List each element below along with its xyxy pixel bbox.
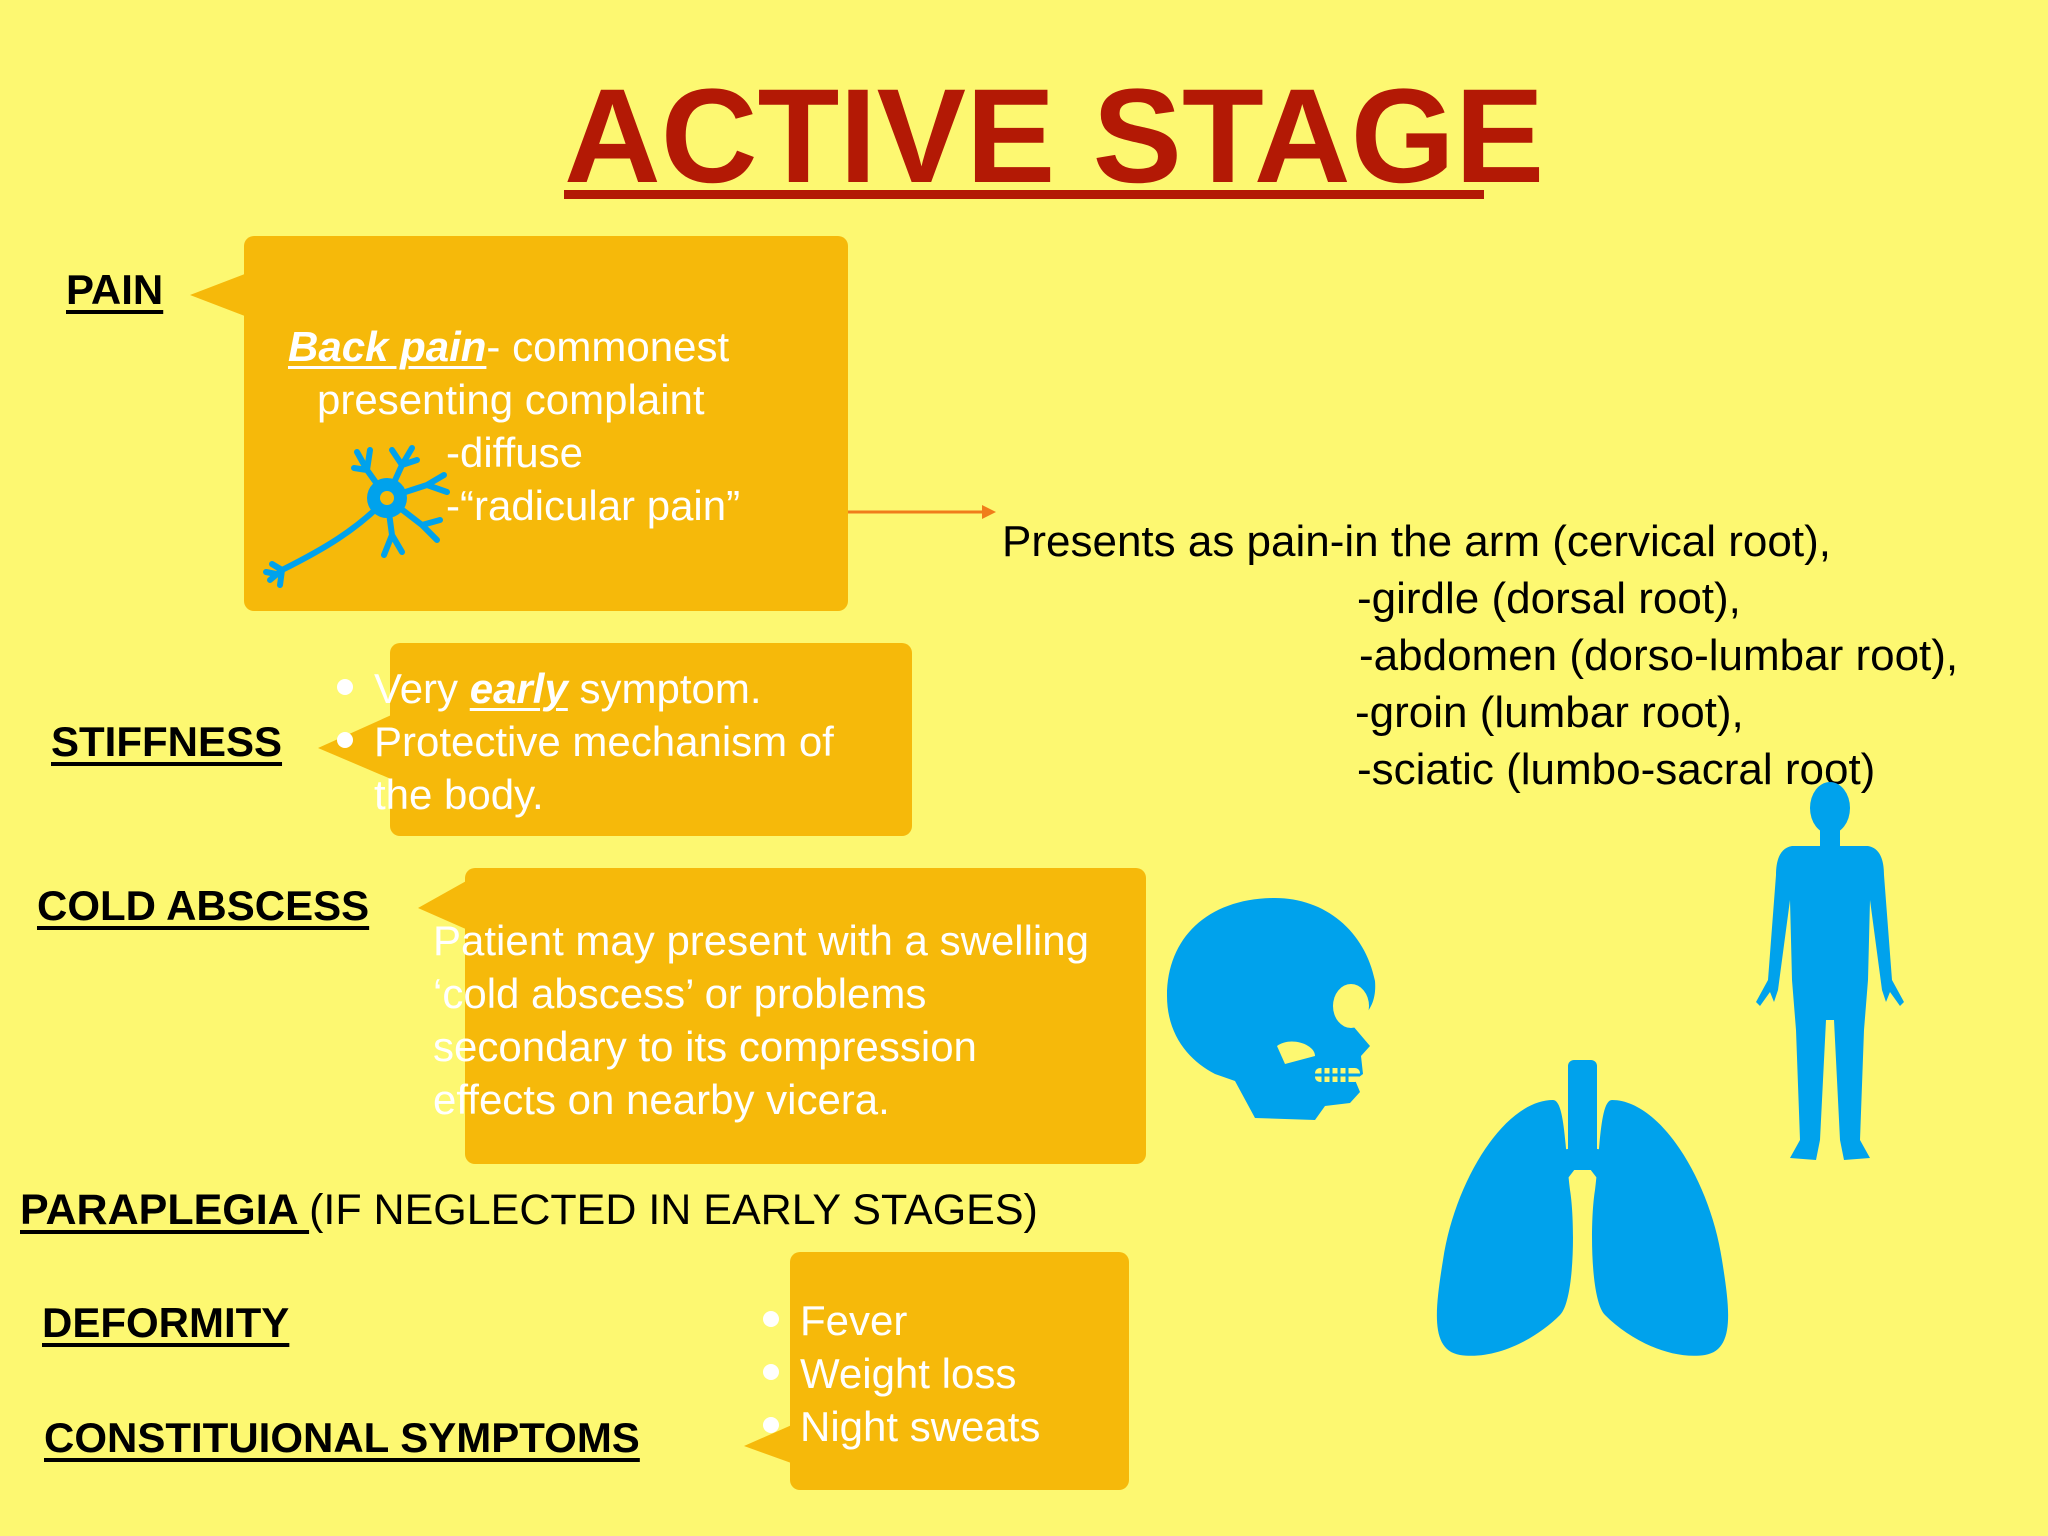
symptom-item: Fever [762, 1294, 1040, 1347]
stiffness-bullet-2: Protective mechanism of [337, 715, 834, 768]
paraplegia-line: PARAPLEGIA (IF NEGLECTED IN EARLY STAGES… [20, 1186, 1038, 1235]
abscess-callout-pointer [418, 880, 468, 930]
abscess-callout [465, 868, 1146, 1164]
symptom-item: Night sweats [762, 1400, 1040, 1453]
skull-icon [1167, 898, 1376, 1120]
constitutional-callout-pointer [744, 1424, 794, 1464]
heading-deformity: DEFORMITY [42, 1299, 290, 1346]
symptom-item: Weight loss [762, 1347, 1040, 1400]
heading-paraplegia: PARAPLEGIA [20, 1186, 310, 1234]
radicular-arrow [848, 505, 996, 519]
pain-callout-pointer [190, 272, 250, 318]
stiffness-callout-text: Very early symptom. Protective mechanism… [337, 662, 834, 821]
pain-callout-text: Back pain- commonest presenting complain… [288, 323, 741, 529]
heading-constitutional: CONSTITUIONAL SYMPTOMS [44, 1414, 640, 1461]
page-title: ACTIVE STAGE [564, 62, 1545, 211]
stiffness-bullet-1: Very early symptom. [337, 662, 834, 715]
constitutional-callout [790, 1252, 1129, 1490]
stiffness-callout [390, 643, 912, 836]
title-underline [564, 190, 1484, 199]
abscess-callout-text: Patient may present with a swelling ‘col… [433, 917, 1089, 1123]
pain-callout [244, 236, 848, 611]
back-pain-emphasis: Back pain [288, 323, 487, 370]
radicular-pain-text: Presents as pain-in the arm (cervical ro… [1002, 517, 1959, 794]
neuron-icon [263, 445, 450, 588]
human-figure-icon [1756, 782, 1904, 1160]
heading-pain: PAIN [66, 266, 164, 313]
heading-cold-abscess: COLD ABSCESS [37, 882, 370, 929]
stiffness-callout-pointer [318, 712, 398, 782]
paraplegia-note: (IF NEGLECTED IN EARLY STAGES) [309, 1186, 1038, 1234]
constitutional-callout-text: Fever Weight loss Night sweats [762, 1294, 1040, 1453]
lungs-icon [1436, 1060, 1729, 1356]
heading-stiffness: STIFFNESS [51, 718, 283, 765]
